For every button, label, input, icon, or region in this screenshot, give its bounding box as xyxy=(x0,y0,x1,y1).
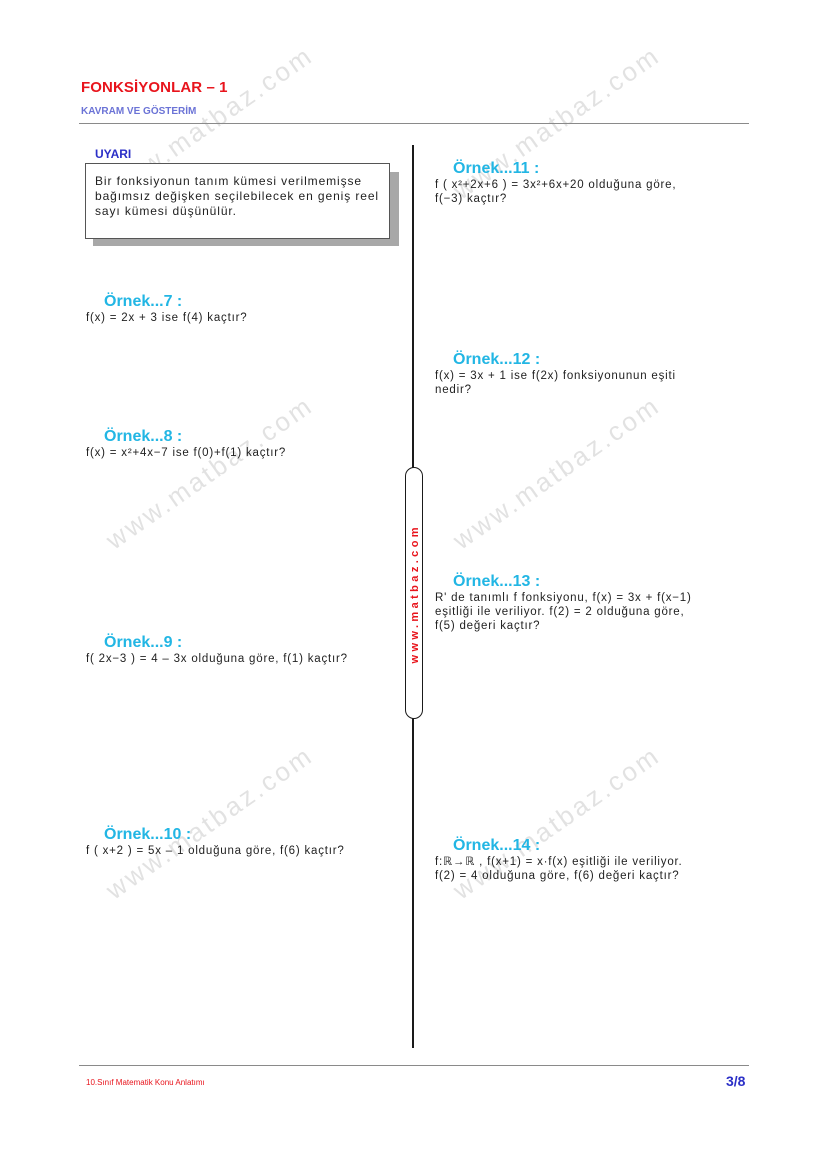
divider-capsule xyxy=(405,467,423,719)
divider-brand: www.matbaz.com xyxy=(405,467,424,720)
footer-rule xyxy=(79,1065,749,1066)
watermark: www.matbaz.com xyxy=(100,389,319,556)
example-heading: Örnek...11 : xyxy=(453,160,540,177)
example-heading: Örnek...9 : xyxy=(104,634,183,651)
header-rule xyxy=(79,123,749,124)
example-heading: Örnek...10 : xyxy=(104,826,192,843)
example-heading: Örnek...7 : xyxy=(104,293,183,310)
example-question: f(x) = x²+4x−7 ise f(0)+f(1) kaçtır? xyxy=(86,447,287,459)
example-12: Örnek...12 : f(x) = 3x + 1 ise f(2x) fon… xyxy=(435,351,755,397)
example-heading: Örnek...12 : xyxy=(453,351,541,368)
example-11: Örnek...11 : f ( x²+2x+6 ) = 3x²+6x+20 o… xyxy=(435,160,755,206)
example-heading: Örnek...8 : xyxy=(104,428,183,445)
example-14: Örnek...14 : f:ℝ→ℝ , f(x+1) = x·f(x) eşi… xyxy=(435,837,765,883)
page-subtitle: KAVRAM VE GÖSTERİM xyxy=(81,106,197,117)
example-question: f(x) = 2x + 3 ise f(4) kaçtır? xyxy=(86,312,248,324)
page-number: 3/8 xyxy=(726,1073,746,1089)
example-question: R' de tanımlı f fonksiyonu, f(x) = 3x + … xyxy=(435,592,692,632)
example-question: f( 2x−3 ) = 4 – 3x olduğuna göre, f(1) k… xyxy=(86,653,348,665)
divider-brand-text: www.matbaz.com xyxy=(408,523,421,664)
example-9: Örnek...9 : f( 2x−3 ) = 4 – 3x olduğuna … xyxy=(86,634,406,666)
warning-box xyxy=(85,163,390,239)
example-8: Örnek...8 : f(x) = x²+4x−7 ise f(0)+f(1)… xyxy=(86,428,406,460)
example-heading: Örnek...14 : xyxy=(453,837,541,854)
example-question: f:ℝ→ℝ , f(x+1) = x·f(x) eşitliği ile ver… xyxy=(435,856,683,882)
example-13: Örnek...13 : R' de tanımlı f fonksiyonu,… xyxy=(435,573,755,633)
footer-course: 10.Sınıf Matematik Konu Anlatımı xyxy=(86,1078,205,1087)
warning-label: UYARI xyxy=(95,147,132,161)
example-question: f ( x+2 ) = 5x – 1 olduğuna göre, f(6) k… xyxy=(86,845,345,857)
example-10: Örnek...10 : f ( x+2 ) = 5x – 1 olduğuna… xyxy=(86,826,406,858)
example-question: f(x) = 3x + 1 ise f(2x) fonksiyonunun eş… xyxy=(435,370,676,396)
example-heading: Örnek...13 : xyxy=(453,573,541,590)
example-7: Örnek...7 : f(x) = 2x + 3 ise f(4) kaçtı… xyxy=(86,293,406,325)
example-question: f ( x²+2x+6 ) = 3x²+6x+20 olduğuna göre,… xyxy=(435,179,677,205)
page-title: FONKSİYONLAR – 1 xyxy=(81,79,228,96)
watermark: www.matbaz.com xyxy=(447,389,666,556)
warning-text: Bir fonksiyonun tanım kümesi verilmemişs… xyxy=(95,174,379,218)
watermark: www.matbaz.com xyxy=(100,739,319,906)
